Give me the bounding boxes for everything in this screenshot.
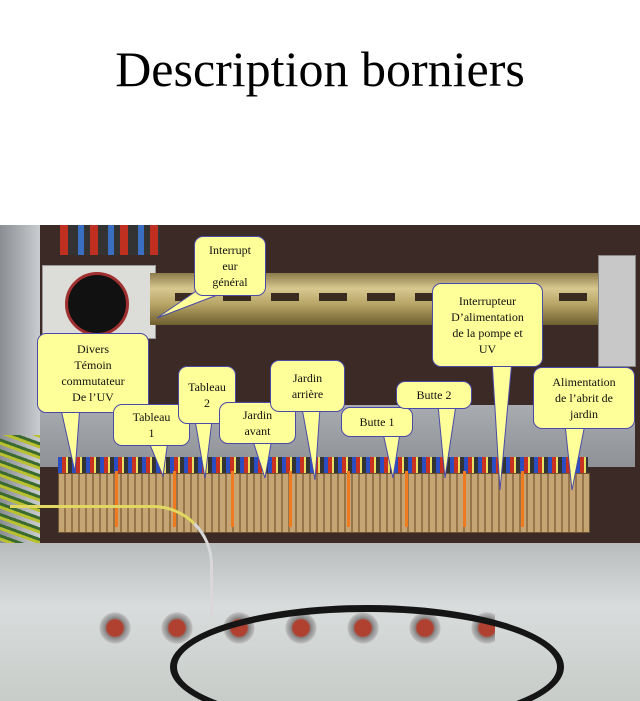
tail-jardin-avant — [251, 437, 273, 479]
rail-slots — [175, 293, 595, 301]
tail-divers — [59, 404, 81, 473]
callout-interrupteur-pompe: Interrupteur D’alimentation de la pompe … — [432, 283, 543, 367]
callout-jardin-arriere: Jardin arrière — [270, 360, 345, 412]
callout-alimentation-abri: Alimentation de l’abrit de jardin — [533, 367, 635, 429]
tail-butte2 — [437, 404, 457, 479]
loose-wires — [10, 505, 213, 618]
tail-interrupteur-pompe — [491, 359, 513, 491]
callout-tableau1: Tableau 1 — [113, 404, 190, 446]
callout-interrupteur-general: Interrupt eur général — [194, 236, 266, 296]
right-breaker — [598, 255, 636, 367]
tail-tableau2 — [194, 419, 213, 479]
tail-alimentation — [564, 423, 586, 491]
callout-butte1: Butte 1 — [341, 407, 413, 437]
callout-divers: Divers Témoin commutateur De l’UV — [37, 333, 149, 413]
wires-top — [60, 225, 160, 255]
tail-jardin-arriere — [301, 407, 321, 481]
page-title: Description borniers — [115, 41, 525, 97]
tail-butte1 — [382, 432, 401, 479]
callout-butte2: Butte 2 — [396, 381, 472, 409]
